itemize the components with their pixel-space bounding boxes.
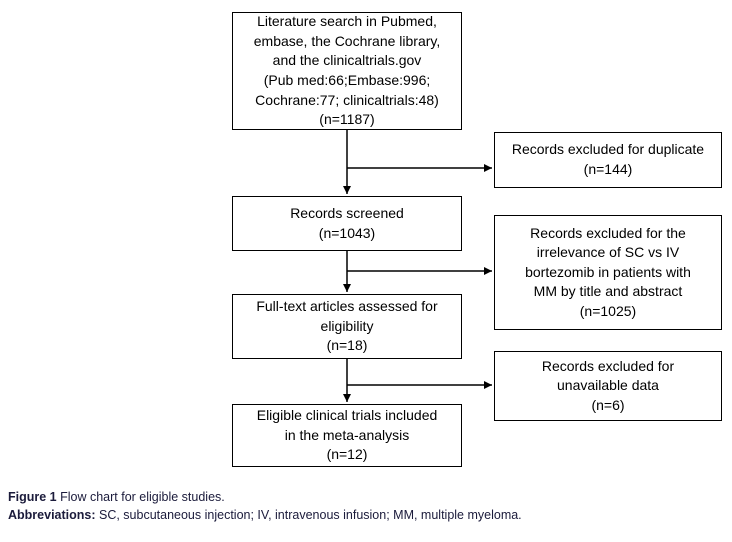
- figure-title-text: Flow chart for eligible studies.: [56, 490, 225, 504]
- flow-box-fulltext-assessed: Full-text articles assessed for eligibil…: [232, 294, 462, 359]
- flow-box-excluded-unavailable: Records excluded for unavailable data (n…: [494, 351, 722, 421]
- figure-label: Figure 1: [8, 490, 57, 504]
- figure-caption-abbreviations: Abbreviations: SC, subcutaneous injectio…: [8, 506, 708, 524]
- abbreviations-text: SC, subcutaneous injection; IV, intraven…: [95, 508, 522, 522]
- flow-box-records-screened: Records screened (n=1043): [232, 196, 462, 251]
- flow-box-eligible-included: Eligible clinical trials included in the…: [232, 404, 462, 467]
- figure-caption: Figure 1 Flow chart for eligible studies…: [8, 488, 708, 524]
- flow-box-excluded-duplicate: Records excluded for duplicate (n=144): [494, 132, 722, 188]
- figure-caption-title: Figure 1 Flow chart for eligible studies…: [8, 488, 708, 506]
- abbreviations-label: Abbreviations:: [8, 508, 96, 522]
- flow-box-excluded-irrelevance: Records excluded for the irrelevance of …: [494, 215, 722, 330]
- flow-box-literature-search: Literature search in Pubmed, embase, the…: [232, 12, 462, 130]
